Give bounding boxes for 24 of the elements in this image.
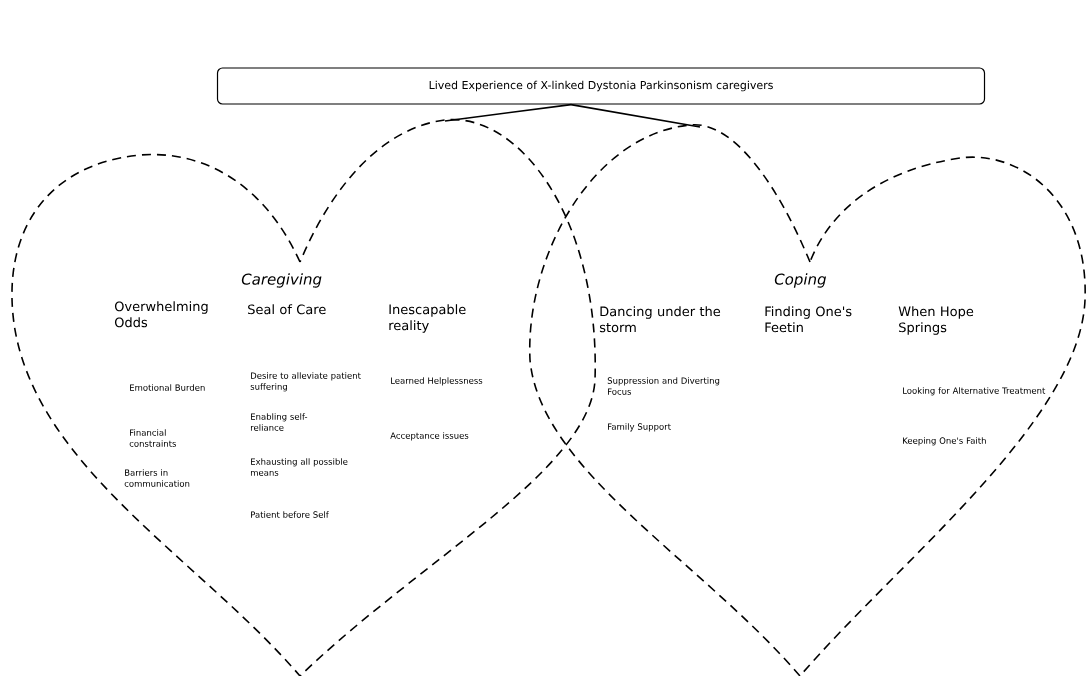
theme-heading: Finding One's Feetin xyxy=(765,306,852,333)
subtheme-text: Learned Helplessness xyxy=(391,377,483,386)
subtheme-text: Exhausting all possible means xyxy=(251,458,348,476)
theme-heading: Overwhelming Odds xyxy=(114,301,208,328)
theme-heading: When Hope Springs xyxy=(898,306,974,335)
theme-heading: Seal of Care xyxy=(248,304,326,315)
subtheme-text: Family Support xyxy=(608,423,671,432)
heart-heading: Caregiving xyxy=(241,273,322,288)
subtheme-text: Enabling self-reliance xyxy=(251,413,308,431)
subtheme-text: Financial constraints xyxy=(129,429,177,447)
theme-heading: Dancing under the storm xyxy=(599,306,721,333)
connector-line xyxy=(570,103,701,128)
theme-heading: Inescapable reality xyxy=(389,304,466,333)
title-box: Lived Experience of X-linked Dystonia Parkinsonism caregivers xyxy=(216,67,986,105)
subtheme-text: Patient before Self xyxy=(251,511,329,518)
subtheme-text: Desire to alleviate patient suffering xyxy=(250,372,361,392)
subtheme-text: Looking for Alternative Treatment xyxy=(903,387,1046,396)
subtheme-text: Barriers in communication xyxy=(124,469,190,487)
subtheme-text: Acceptance issues xyxy=(390,432,469,441)
heart-heading: Coping xyxy=(774,273,826,288)
subtheme-text: Keeping One's Faith xyxy=(903,437,986,446)
connector-line xyxy=(444,103,572,122)
subtheme-text: Emotional Burden xyxy=(130,384,205,391)
subtheme-text: Suppression and Diverting Focus xyxy=(607,377,720,395)
